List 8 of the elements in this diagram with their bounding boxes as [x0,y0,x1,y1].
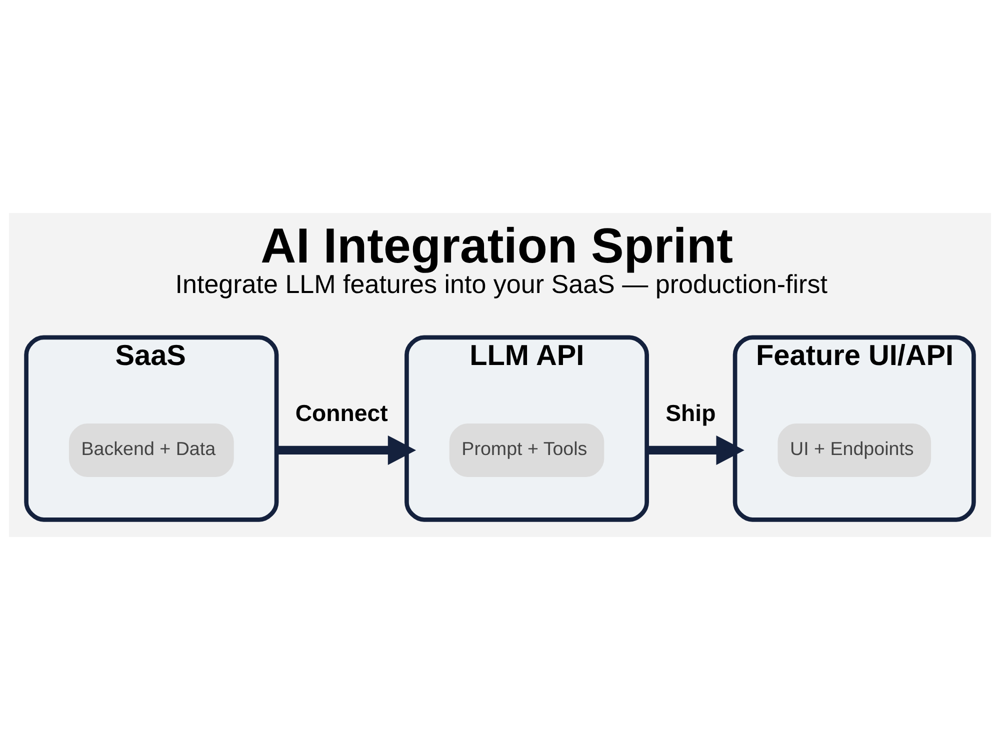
diagram-title: AI Integration Sprint [260,218,734,274]
node-box: UI + Endpoints [778,423,932,477]
node-box: Backend + Data [68,423,234,477]
arrow [646,435,744,465]
arrow [276,435,416,465]
node-box: Prompt + Tools [449,423,604,477]
edge-label: Connect [295,400,388,426]
edge-label: Ship [666,400,716,426]
